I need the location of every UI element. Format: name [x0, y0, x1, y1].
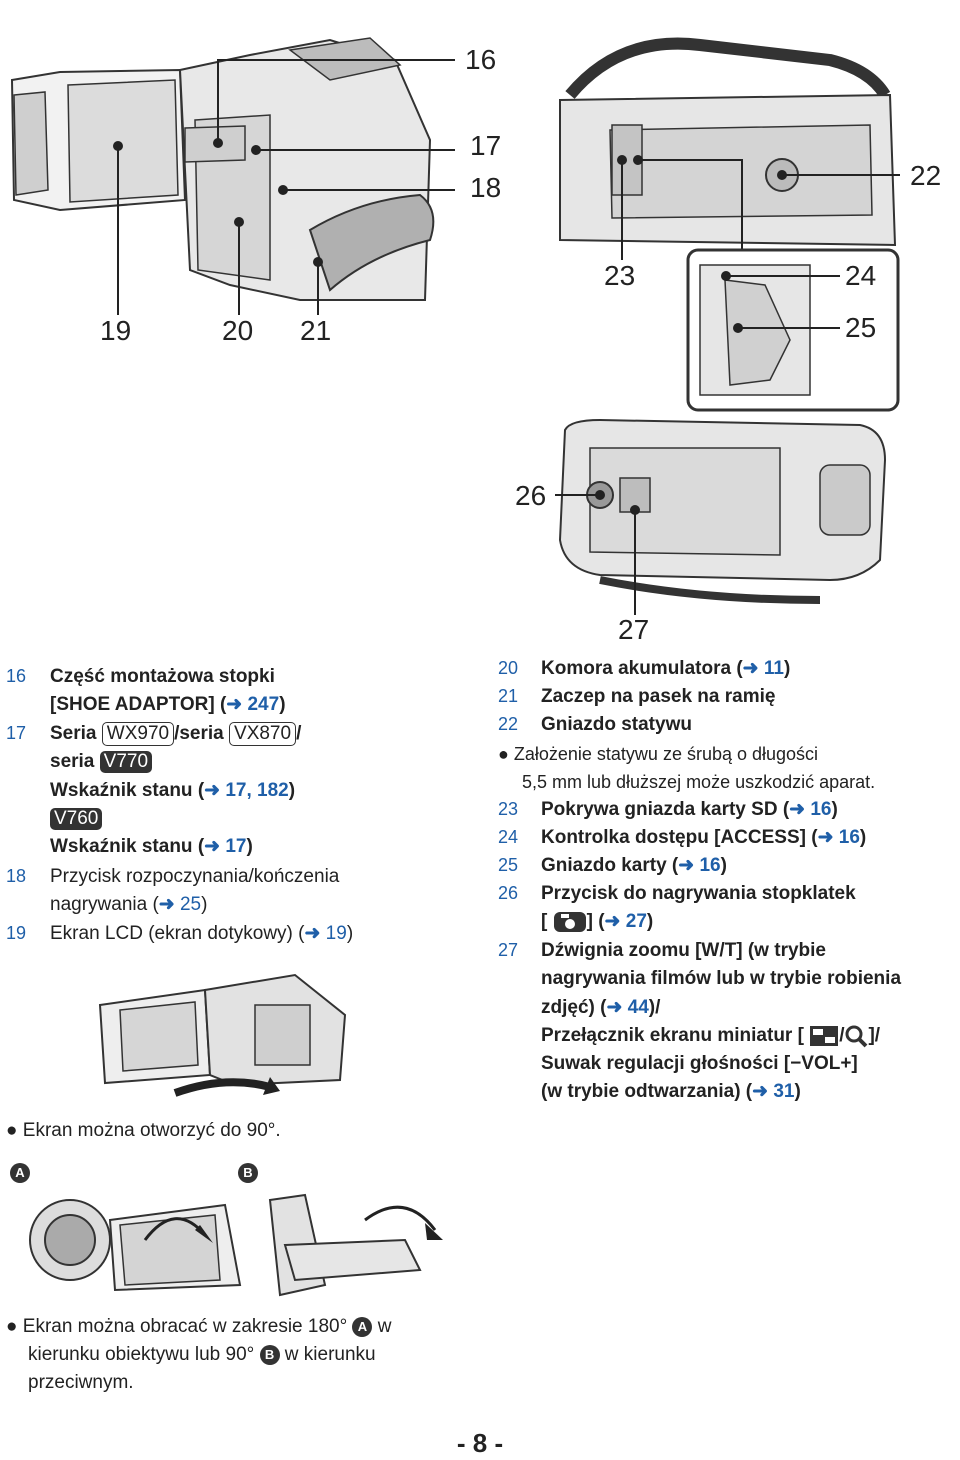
callout-23: 23: [604, 260, 636, 291]
item-26-line2: [ ] (➜ 27): [541, 911, 654, 933]
callout-26: 26: [515, 480, 547, 511]
lcd-rotate-illustrations: [29, 1193, 443, 1297]
arrow-right-icon: ➜: [752, 1081, 774, 1103]
bullet-open90: ● Ekran można otworzyć do 90°.: [6, 1120, 281, 1141]
item-16-line1: Część montażowa stopki: [50, 666, 275, 687]
item-23-text: Pokrywa gniazda karty SD (➜ 16): [541, 799, 838, 820]
item-18-number: 18: [6, 866, 27, 886]
callout-18: 18: [470, 172, 502, 203]
arrow-right-icon: ➜: [678, 855, 700, 876]
lcd-open-illustration: [98, 973, 347, 1097]
callout-19: 19: [100, 315, 132, 346]
callout-24: 24: [845, 260, 877, 291]
callout-20: 20: [222, 315, 254, 346]
item-27-line3: zdjęć) (➜ 44)/: [541, 996, 661, 1018]
item-22-number: 22: [498, 714, 519, 734]
item-25-number: 25: [498, 855, 519, 875]
arrow-right-icon: ➜: [606, 996, 628, 1018]
arrow-right-icon: ➜: [742, 658, 764, 679]
camcorder-side-illustration: [10, 37, 900, 615]
item-17-line3: Wskaźnik stanu (➜ 17, 182): [50, 779, 296, 801]
label-b: B: [238, 1163, 258, 1183]
item-16-line2: [SHOE ADAPTOR] (➜ 247): [50, 694, 286, 716]
bullet-rotate-line2: kierunku obiektywu lub 90° B w kierunku: [28, 1344, 376, 1365]
arrow-right-icon: ➜: [304, 923, 326, 944]
item-22-note: ● Założenie statywu ze śrubą o długości …: [498, 740, 875, 797]
item-27-line6: (w trybie odtwarzania) (➜ 31): [541, 1081, 801, 1103]
arrow-right-icon: ➜: [789, 799, 811, 820]
label-a-inline: A: [352, 1316, 373, 1337]
item-24-number: 24: [498, 827, 519, 847]
item-27-text: Dźwignia zoomu [W/T] (w trybie nagrywani…: [541, 937, 901, 1107]
arrow-right-icon: ➜: [226, 694, 248, 716]
item-27-number: 27: [498, 940, 519, 960]
label-a: A: [10, 1163, 30, 1183]
item-19-line1: Ekran LCD (ekran dotykowy) (➜ 19): [50, 923, 354, 944]
callout-21: 21: [300, 315, 332, 346]
item-17-text: Seria WX970/seria VX870/ seria V770 Wska…: [50, 720, 301, 861]
item-16-text: Część montażowa stopki [SHOE ADAPTOR] (➜…: [50, 663, 286, 720]
item-27-line2: nagrywania filmów lub w trybie robienia: [541, 968, 902, 990]
model-badge-vx870: VX870: [229, 722, 297, 746]
item-26-number: 26: [498, 883, 519, 903]
item-19-text: Ekran LCD (ekran dotykowy) (➜ 19): [50, 920, 353, 948]
thumbnail-grid-icon: [810, 1025, 839, 1046]
item-23-number: 23: [498, 799, 519, 819]
item-20-number: 20: [498, 658, 519, 678]
camera-icon: [553, 912, 586, 933]
callout-22: 22: [910, 160, 942, 191]
model-badge-v770: V770: [99, 751, 153, 774]
bullet-rotate-line3: przeciwnym.: [28, 1372, 134, 1393]
arrow-right-icon: ➜: [817, 827, 839, 848]
item-26-line1: Przycisk do nagrywania stopklatek: [541, 883, 856, 904]
label-b-inline: B: [259, 1344, 280, 1365]
item-25-text: Gniazdo karty (➜ 16): [541, 855, 727, 876]
model-badge-v760: V760: [50, 807, 103, 830]
arrow-right-icon: ➜: [204, 836, 226, 858]
item-20-text: Komora akumulatora (➜ 11): [541, 658, 791, 679]
page-number: - 8 -: [456, 1428, 504, 1458]
item-16-number: 16: [6, 666, 27, 686]
item-27-line4: Przełącznik ekranu miniatur [ / ]/: [541, 1024, 881, 1048]
item-22-note-line2: 5,5 mm lub dłuższej może uszkodzić apara…: [522, 772, 876, 793]
item-27-line1: Dźwignia zoomu [W/T] (w trybie: [541, 940, 826, 961]
bullet-rotate: ● Ekran można obracać w zakresie 180° A …: [6, 1313, 391, 1397]
item-21-text: Zaczep na pasek na ramię: [541, 686, 776, 707]
item-19-number: 19: [6, 923, 27, 943]
magnifier-icon: [845, 1025, 868, 1048]
item-17-line5: Wskaźnik stanu (➜ 17): [50, 836, 253, 858]
item-17-line1: Seria WX970/seria VX870/: [50, 722, 302, 746]
item-17-line4: V760: [50, 805, 301, 833]
item-18-line1: Przycisk rozpoczynania/kończenia: [50, 866, 340, 887]
item-22-text: Gniazdo statywu: [541, 714, 692, 735]
item-24-text: Kontrolka dostępu [ACCESS] (➜ 16): [541, 827, 867, 848]
item-18-text: Przycisk rozpoczynania/kończenia nagrywa…: [50, 863, 339, 920]
arrow-right-icon: ➜: [158, 894, 180, 916]
item-17-line2: seria V770: [50, 748, 301, 776]
arrow-right-icon: ➜: [604, 911, 626, 933]
callout-16: 16: [465, 44, 497, 75]
item-22-note-line1: ● Założenie statywu ze śrubą o długości: [498, 744, 819, 764]
callout-25: 25: [845, 312, 877, 343]
item-21-number: 21: [498, 686, 519, 706]
model-badge-wx970: WX970: [101, 722, 175, 746]
item-17-number: 17: [6, 723, 27, 743]
callout-27: 27: [618, 614, 650, 645]
item-27-line5: Suwak regulacji głośności [−VOL+]: [541, 1053, 858, 1075]
callout-17: 17: [470, 130, 502, 161]
item-18-line2: nagrywania (➜ 25): [50, 894, 208, 916]
item-26-text: Przycisk do nagrywania stopklatek [ ] (➜…: [541, 880, 856, 937]
arrow-right-icon: ➜: [204, 779, 226, 801]
bullet-rotate-line1: ● Ekran można obracać w zakresie 180° A …: [6, 1316, 392, 1337]
